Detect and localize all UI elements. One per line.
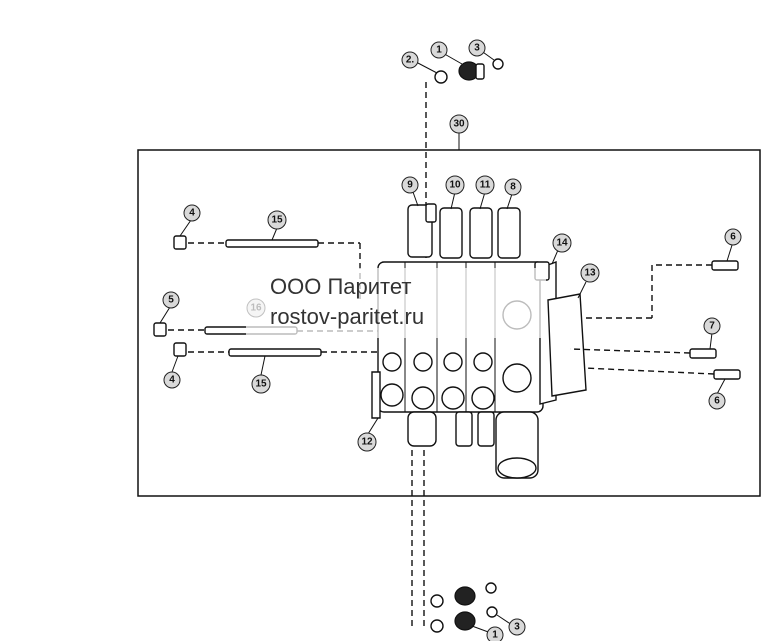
callout-label: 7 bbox=[709, 321, 715, 332]
callout-label: 10 bbox=[449, 180, 461, 191]
callout-label: 15 bbox=[271, 215, 283, 226]
callout-4-lower: 4 bbox=[163, 371, 181, 389]
watermark: ООО Паритет rostov-paritet.ru bbox=[246, 268, 546, 338]
callout-10: 10 bbox=[445, 175, 465, 195]
callout-label: 6 bbox=[730, 232, 736, 243]
callout-6-upper: 6 bbox=[724, 228, 742, 246]
top-fitting-group bbox=[415, 49, 504, 270]
watermark-company: ООО Паритет bbox=[270, 274, 412, 299]
callout-4-upper: 4 bbox=[183, 204, 201, 222]
callout-9: 9 bbox=[401, 176, 419, 194]
callout-label: 6 bbox=[714, 396, 720, 407]
right-bolts bbox=[569, 241, 741, 395]
callout-label: 4 bbox=[169, 375, 175, 386]
callout-label: 3 bbox=[474, 43, 480, 54]
callout-6-lower: 6 bbox=[708, 392, 726, 410]
callout-label: 1 bbox=[492, 630, 498, 641]
callout-2-top: 2. bbox=[401, 51, 419, 69]
callout-11: 11 bbox=[475, 175, 495, 195]
callout-8: 8 bbox=[504, 178, 522, 196]
callout-label: 8 bbox=[510, 182, 516, 193]
callout-label: 4 bbox=[189, 208, 195, 219]
assembly-frame bbox=[137, 149, 761, 497]
callout-label: 13 bbox=[584, 268, 596, 279]
callout-label: 14 bbox=[556, 238, 568, 249]
callout-12: 12 bbox=[357, 432, 377, 452]
callout-label: 15 bbox=[255, 379, 267, 390]
callout-1-bottom: 1 bbox=[486, 626, 504, 641]
callout-label: 5 bbox=[168, 295, 174, 306]
callout-15-upper: 15 bbox=[267, 210, 287, 230]
callout-3-bottom: 3 bbox=[508, 618, 526, 636]
callout-label: 1 bbox=[436, 45, 442, 56]
callout-label: 9 bbox=[407, 180, 413, 191]
callout-15-lower: 15 bbox=[251, 374, 271, 394]
callout-14: 14 bbox=[552, 233, 572, 253]
callout-1-top: 1 bbox=[430, 41, 448, 59]
bottom-fitting-group bbox=[411, 440, 513, 634]
callout-30: 30 bbox=[449, 114, 469, 134]
callout-label: 30 bbox=[453, 119, 465, 130]
callout-13: 13 bbox=[580, 263, 600, 283]
callout-7: 7 bbox=[703, 317, 721, 335]
callout-label: 3 bbox=[514, 622, 520, 633]
watermark-url: rostov-paritet.ru bbox=[270, 304, 425, 329]
callout-5: 5 bbox=[162, 291, 180, 309]
callout-label: 11 bbox=[480, 180, 491, 191]
callout-label: 2. bbox=[406, 55, 415, 66]
callout-label: 12 bbox=[361, 437, 373, 448]
callout-3-top: 3 bbox=[468, 39, 486, 57]
